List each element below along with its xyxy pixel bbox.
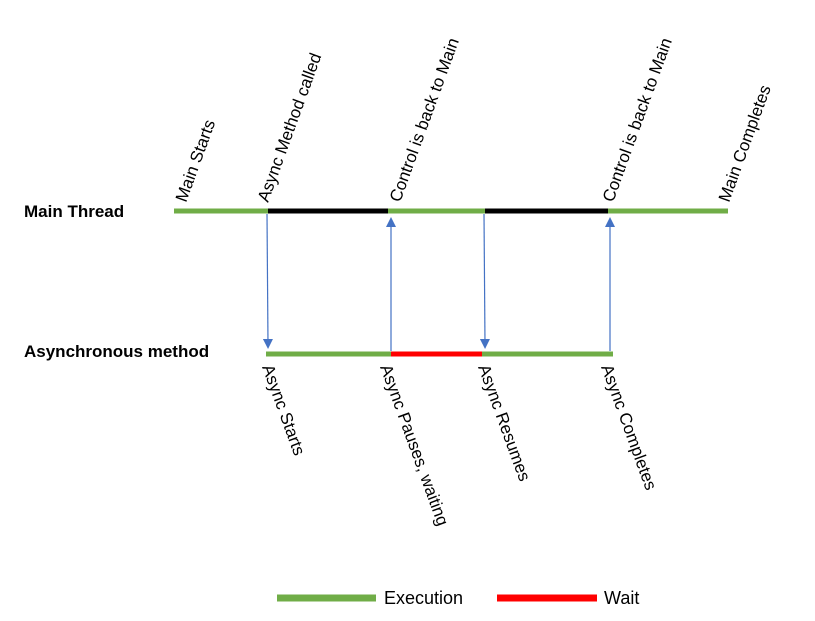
label-async-method-called: Async Method called: [254, 50, 326, 204]
label-async-pauses: Async Pauses, waiting: [376, 362, 452, 528]
label-async-completes: Async Completes: [597, 362, 660, 493]
label-main-completes: Main Completes: [715, 82, 775, 204]
label-async-resumes: Async Resumes: [474, 362, 534, 484]
arrow-main-to-async-start: [262, 213, 273, 349]
label-async-starts: Async Starts: [258, 362, 308, 458]
legend-execution-label: Execution: [384, 588, 463, 608]
main-thread-label: Main Thread: [24, 202, 124, 221]
label-main-starts: Main Starts: [172, 117, 219, 204]
legend-wait-label: Wait: [604, 588, 639, 608]
async-method-label: Asynchronous method: [24, 342, 209, 361]
label-control-back-1: Control is back to Main: [386, 35, 463, 204]
label-control-back-2: Control is back to Main: [599, 35, 676, 204]
arrow-main-to-async-resume: [479, 213, 490, 349]
